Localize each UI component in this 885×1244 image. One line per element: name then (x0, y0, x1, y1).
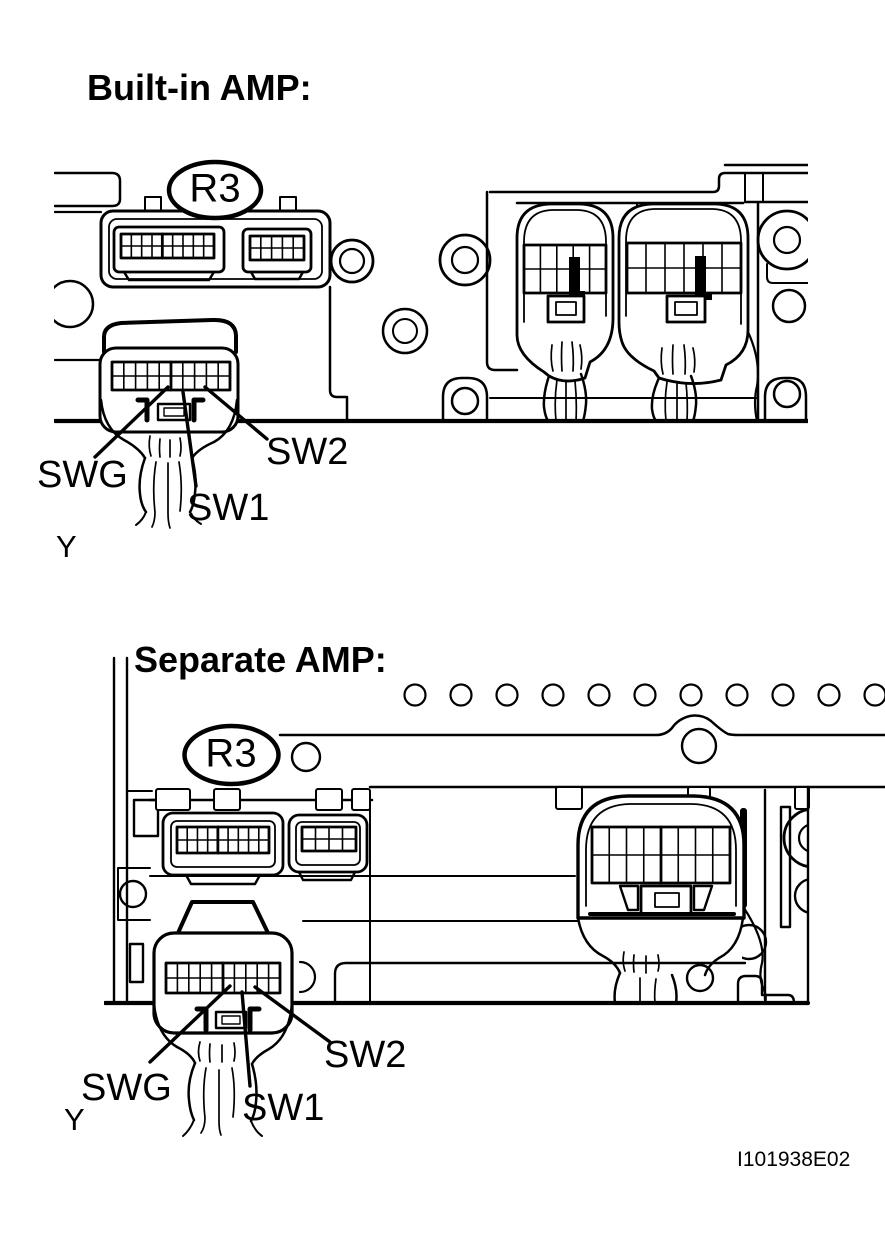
bolt-hole (290, 741, 322, 773)
leader-line-sw1 (240, 990, 252, 1088)
connector-24pin (161, 811, 285, 886)
built-in-amp-drawing (54, 159, 808, 529)
connector-callout-r3-built-in: R3 (189, 166, 241, 211)
vent-holes (403, 683, 885, 707)
pin-label-sw2-built-in: SW2 (266, 431, 349, 473)
bolt-hole (756, 209, 808, 324)
mounting-clips (155, 786, 810, 811)
pin-label-sw2-separate: SW2 (324, 1034, 407, 1076)
bolt-tab (763, 376, 808, 423)
section-title-built-in-amp: Built-in AMP: (87, 67, 312, 108)
bolt-hole (54, 279, 95, 329)
pin-label-swg-separate: SWG (81, 1067, 172, 1109)
wired-connector-right (617, 202, 760, 423)
wire-harness (99, 398, 239, 529)
callout-oval-r3 (166, 159, 264, 221)
bolt-tab (441, 376, 489, 423)
callout-oval-r3 (182, 723, 281, 787)
separate-amp-drawing (104, 656, 885, 1137)
connector-12pin (287, 813, 369, 882)
pin-label-sw1-built-in: SW1 (187, 487, 270, 529)
wire-harness (152, 1002, 294, 1137)
chassis-plate (333, 961, 747, 1005)
rear-panel-right (381, 163, 808, 423)
pin-label-sw1-separate: SW1 (242, 1087, 325, 1129)
leader-line-swg (93, 385, 170, 459)
connector-24pin (112, 225, 226, 282)
figure-id: I101938E02 (737, 1148, 851, 1171)
wire-color-label-separate: Y (64, 1102, 85, 1137)
connector-12pin (241, 227, 313, 281)
wire-harness (576, 906, 767, 1005)
leader-line-sw2 (203, 385, 269, 441)
wire-harness (650, 374, 698, 423)
section-title-separate-amp: Separate AMP: (134, 639, 387, 680)
bolt-hole (118, 879, 148, 909)
wired-connector-left (515, 202, 615, 423)
chassis-tab (54, 171, 122, 208)
wired-connector (576, 794, 767, 1005)
wire-color-label-built-in: Y (56, 529, 77, 564)
sw-connector (98, 317, 240, 529)
connector-callout-r3-separate: R3 (205, 731, 257, 776)
leader-line-sw1 (181, 390, 198, 488)
leader-line-sw2 (253, 985, 332, 1044)
right-edge-bolt-holes (742, 808, 808, 961)
sw-connector (152, 900, 294, 1137)
bolt-hole (329, 238, 375, 284)
wire-harness (542, 372, 588, 423)
pin-label-swg-built-in: SWG (37, 454, 128, 496)
bolt-hole (680, 727, 718, 765)
chassis-left-wall (112, 656, 129, 1005)
leader-line-swg (148, 984, 232, 1064)
